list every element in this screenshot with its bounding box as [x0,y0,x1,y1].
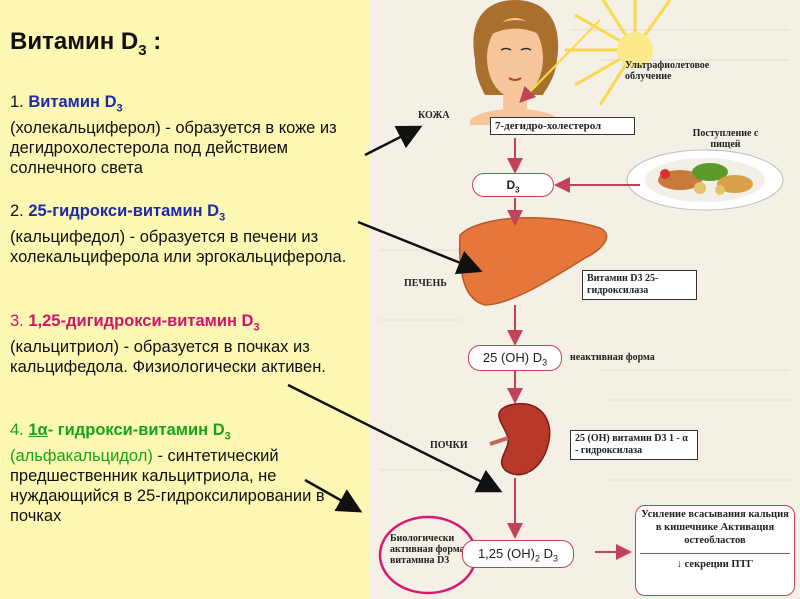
item-3: 3. 1,25-дигидрокси-витамин D3 (кальцитри… [10,311,365,377]
diagram-panel: Ультрафиолетовое облучение КОЖА 7-дегидр… [370,0,800,599]
flow-arrows [507,19,640,560]
item-2: 2. 25-гидрокси-витамин D3 (кальцифедол) … [10,201,365,267]
liver-label: ПЕЧЕНЬ [404,278,447,289]
item-3-text: (кальцитриол) - образуется в почках из к… [10,338,326,377]
item-4-heading: 1α- гидрокси-витамин D3 [28,421,231,443]
item-4-text: - синтетический предшественник кальцитри… [10,447,325,526]
item-3-heading: 1,25-дигидрокси-витамин D3 [28,312,260,334]
d3-node: D3 [472,173,554,197]
item-1: 1. Витамин D3 (холекальциферол) - образу… [10,92,365,178]
liver-icon [458,217,608,306]
item-4: 4. 1α- гидрокси-витамин D3 (альфакальцид… [10,420,365,526]
item-2-number: 2. [10,202,24,220]
effects-text: Усиление всасывания кальция в кишечнике … [641,509,789,546]
oh2-d3-node: 1,25 (OH)2 D3 [462,540,574,568]
food-plate-icon [626,149,784,211]
sun-icon [565,0,672,106]
item-4-number: 4. [10,421,24,439]
item-2-heading: 25-гидрокси-витамин D3 [28,202,226,224]
food-label: Поступление с пищей [692,128,759,150]
item-2-text: (кальцифедол) - образуется в печени из х… [10,228,347,267]
item-1-heading: Витамин D3 [28,93,123,115]
item-1-number: 1. [10,93,29,111]
liver-enzyme-box: Витамин D3 25-гидроксилаза [582,270,697,300]
inactive-label: неактивная форма [570,352,655,363]
kidney-icon [489,402,551,476]
oh-d3-node: 25 (OH) D3 [468,345,562,371]
item-1-text: (холекальциферол) - образуется в коже из… [10,119,337,178]
text-panel: Витамин D3 : 1. Витамин D3 (холекальцифе… [0,0,370,599]
item-4-green-text: (альфакальцидол) [10,447,153,466]
page-title: Витамин D3 : [10,28,162,59]
active-form-label: Биологически активная форма витамина D3 [390,533,465,566]
kidney-label: ПОЧКИ [430,440,468,451]
kidney-enzyme-box: 25 (OH) витамин D3 1 - α - гидроксилаза [570,430,698,460]
item-3-number: 3. [10,312,24,330]
uv-label: Ультрафиолетовое облучение [625,60,710,82]
skin-label: КОЖА [418,110,450,121]
effects-box: Усиление всасывания кальция в кишечнике … [635,505,795,596]
ptg-text: ↓ секреции ПТГ [640,553,790,571]
precursor-box: 7-дегидро-холестерол [490,117,635,135]
background-texture [380,29,790,481]
